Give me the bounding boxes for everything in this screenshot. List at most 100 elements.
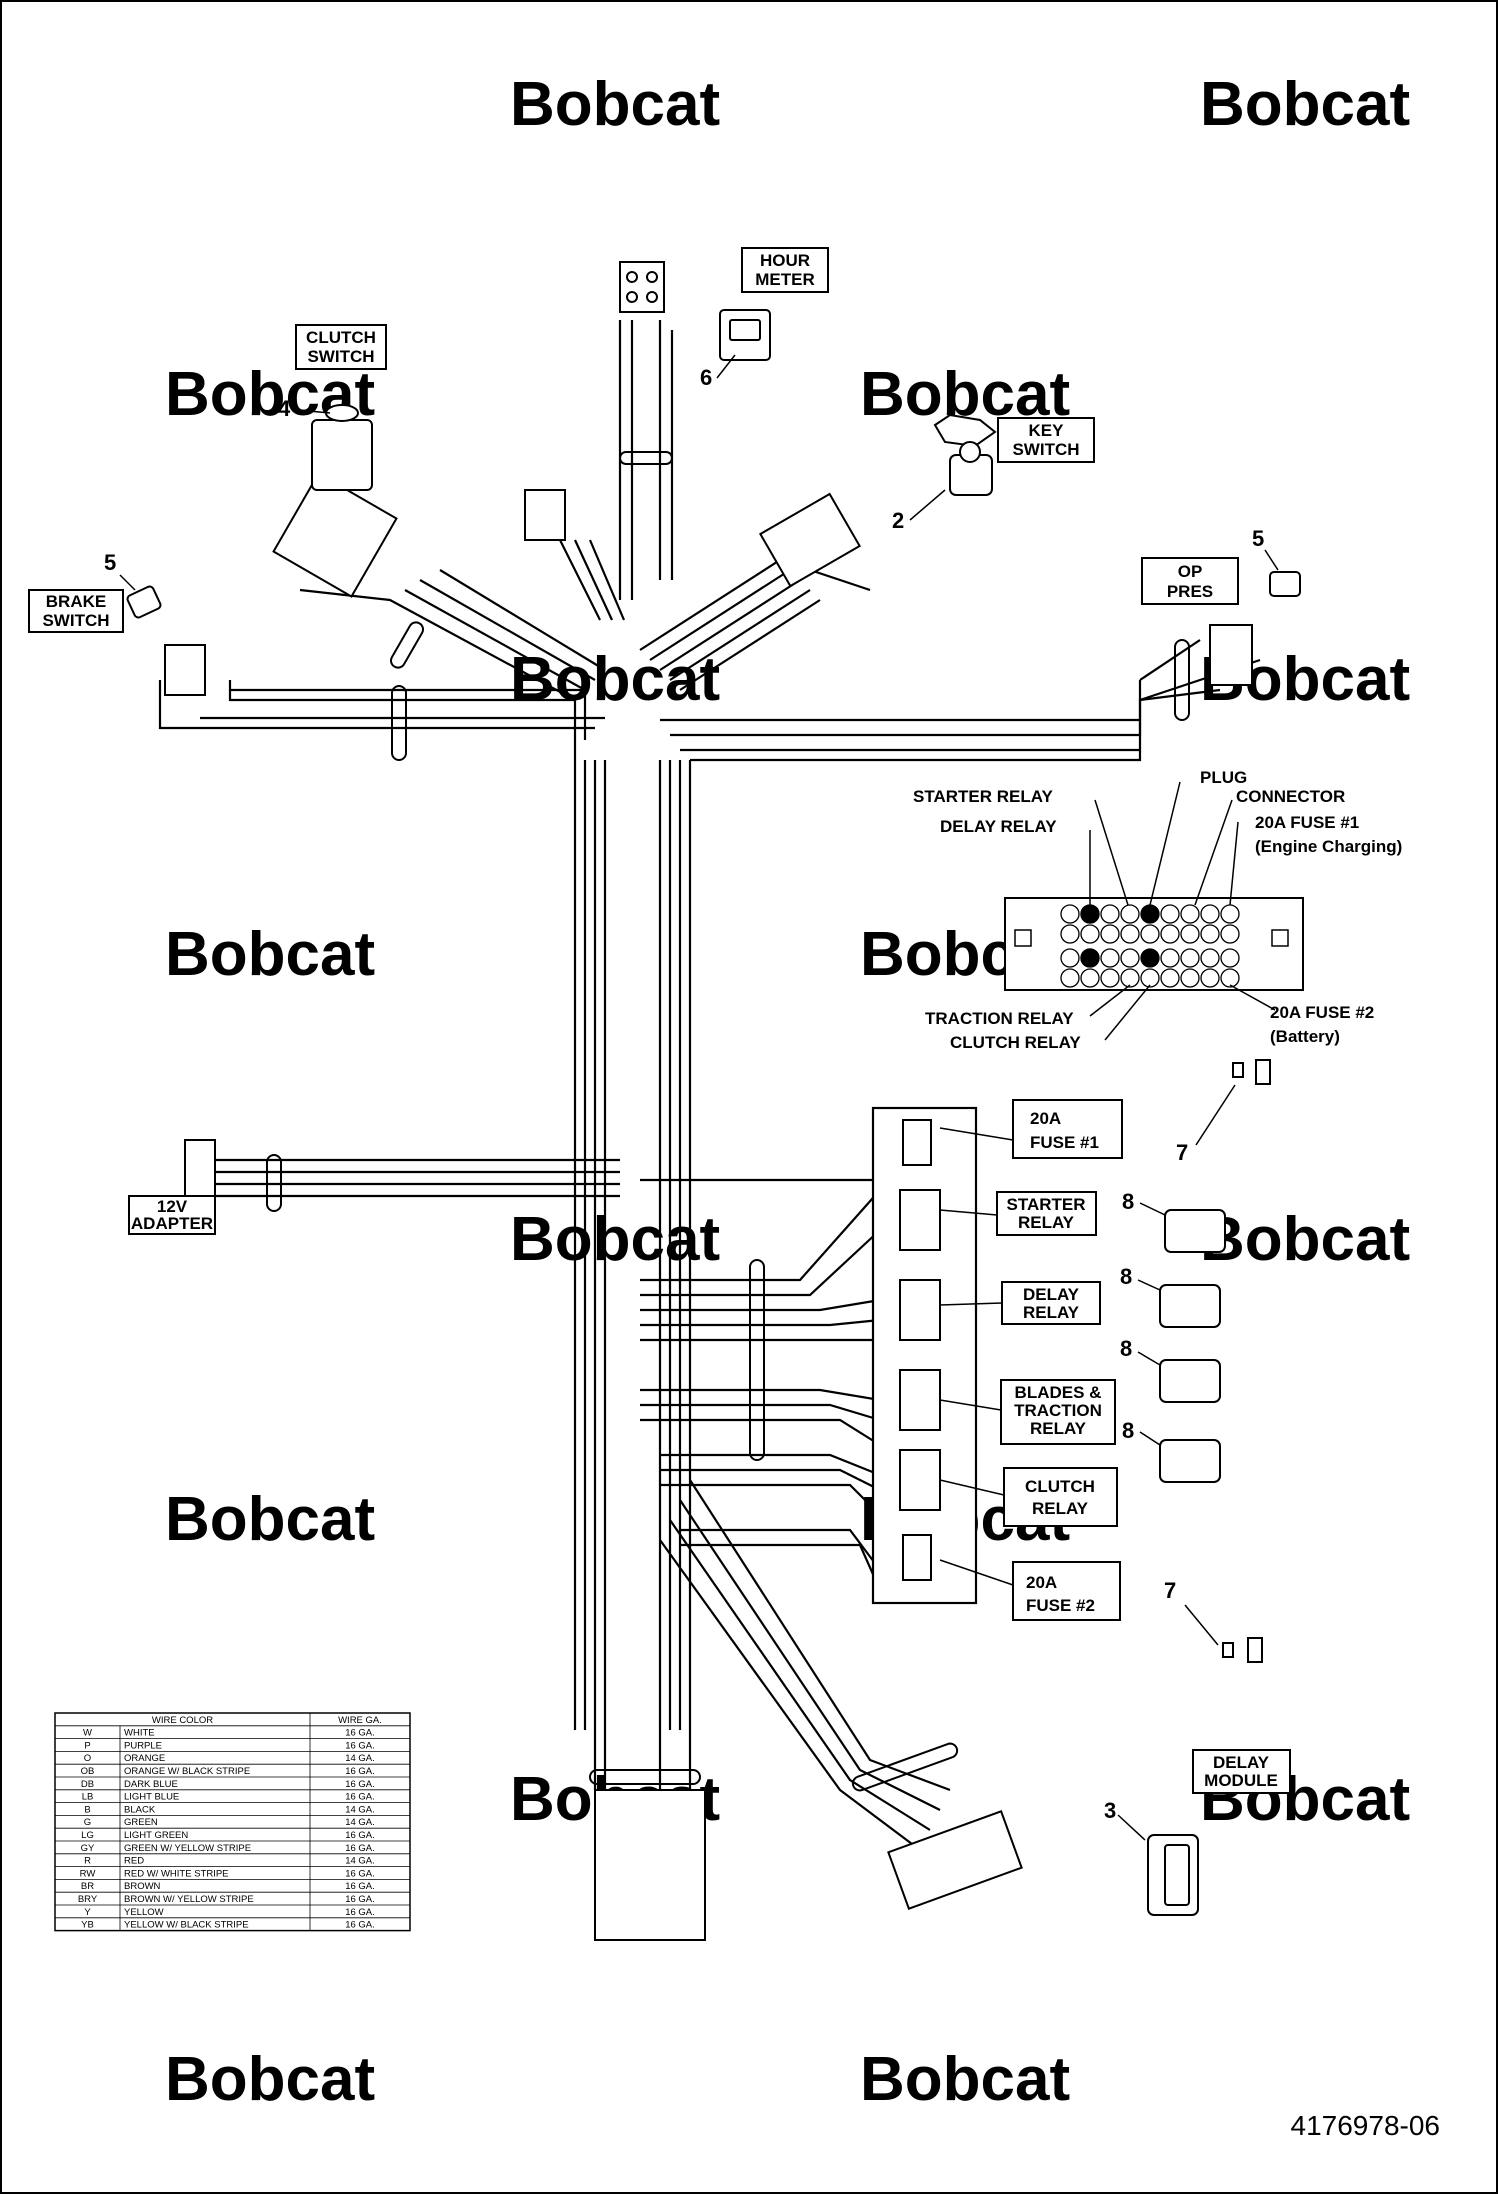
harness-ties	[266, 451, 1190, 1792]
clutch-switch-number: 4	[278, 396, 291, 421]
adapter-label-1: 12V	[157, 1197, 188, 1216]
clutch-relay-socket	[899, 1449, 941, 1511]
fuse-box-labels: STARTER RELAY DELAY RELAY PLUG CONNECTOR…	[913, 768, 1402, 1052]
upper-left-connector	[524, 489, 566, 541]
key-switch-number: 2	[892, 508, 904, 533]
table-cell-color: PURPLE	[124, 1740, 162, 1751]
fb-clutch-relay-label: CLUTCH RELAY	[950, 1033, 1081, 1052]
callout-brake-switch: BRAKE SWITCH 5	[28, 550, 136, 633]
blades-relay-label-2: TRACTION	[1014, 1401, 1102, 1420]
table-cell-gauge: 16 GA.	[345, 1920, 375, 1931]
callout-hour-meter: HOUR METER 6	[700, 247, 829, 390]
table-frame	[54, 1712, 411, 1932]
callout-12v-adapter: 12V ADAPTER	[128, 1195, 216, 1235]
main-trunk	[573, 760, 692, 1730]
fuse1-label-2: FUSE #1	[1030, 1133, 1099, 1152]
delay-relay-label-2: RELAY	[1023, 1303, 1080, 1322]
table-cell-code: GY	[81, 1843, 95, 1854]
table-cell-code: LB	[82, 1792, 94, 1803]
adapter-connector	[184, 1139, 216, 1201]
fuse-box	[1004, 781, 1304, 1041]
table-cell-gauge: 14 GA.	[345, 1753, 375, 1764]
table-cell-gauge: 16 GA.	[345, 1830, 375, 1841]
fuse-lower-number: 7	[1164, 1578, 1176, 1603]
callout-fuse1: 20A FUSE #1	[939, 1099, 1123, 1159]
relay-2-number: 8	[1120, 1264, 1132, 1289]
table-cell-gauge: 16 GA.	[345, 1843, 375, 1854]
relay-1-number: 8	[1122, 1189, 1134, 1214]
relay-panel	[871, 1106, 978, 1605]
watermark-text: Bobcat	[1200, 1205, 1410, 1274]
table-cell-code: YB	[81, 1920, 94, 1931]
key-switch-label-1: KEY	[1029, 421, 1065, 440]
table-cell-color: GREEN	[124, 1817, 158, 1828]
fuse2-label-2: FUSE #2	[1026, 1596, 1095, 1615]
table-cell-color: BROWN	[124, 1881, 161, 1892]
table-cell-gauge: 16 GA.	[345, 1766, 375, 1777]
callout-key-switch: KEY SWITCH 2	[892, 417, 1095, 533]
brake-switch-label-1: BRAKE	[46, 592, 106, 611]
table-cell-gauge: 16 GA.	[345, 1792, 375, 1803]
clutch-switch	[311, 419, 373, 491]
delay-module-number: 3	[1104, 1798, 1116, 1823]
fuse-upper-number: 7	[1176, 1140, 1188, 1165]
callout-starter-relay: STARTER RELAY	[939, 1191, 1097, 1236]
fuse-upper	[1232, 1062, 1244, 1078]
fuse2-socket	[902, 1534, 932, 1581]
fuse2-label-1: 20A	[1026, 1573, 1057, 1592]
relay-1	[1164, 1209, 1226, 1253]
key-switch-connector	[758, 492, 862, 588]
table-cell-code: DB	[81, 1779, 94, 1790]
op-pres-connector	[1209, 624, 1253, 686]
clutch-switch-label-2: SWITCH	[307, 347, 374, 366]
delay-relay-label-1: DELAY	[1023, 1285, 1080, 1304]
callout-op-pres: OP PRES 5	[1141, 526, 1279, 605]
delay-module-label-1: DELAY	[1213, 1753, 1270, 1772]
watermark-text: Bobcat	[510, 70, 720, 139]
table-cell-code: O	[84, 1753, 91, 1764]
fb-connector-label: CONNECTOR	[1236, 787, 1345, 806]
table-cell-gauge: 16 GA.	[345, 1728, 375, 1739]
starter-relay-label-2: RELAY	[1018, 1213, 1075, 1232]
key	[933, 413, 997, 448]
relay-3-number: 8	[1120, 1336, 1132, 1361]
op-pres-number: 5	[1252, 526, 1264, 551]
clutch-relay-label-2: RELAY	[1032, 1499, 1089, 1518]
table-cell-code: LG	[81, 1830, 94, 1841]
blades-relay-socket	[899, 1369, 941, 1431]
part-numbers: 7 7 8 8 8 8	[1120, 1084, 1236, 1646]
table-cell-code: R	[84, 1856, 91, 1867]
blades-relay-label-1: BLADES &	[1015, 1383, 1102, 1402]
table-cell-gauge: 16 GA.	[345, 1881, 375, 1892]
hour-meter-label-2: METER	[755, 270, 815, 289]
fb-fuse2-note: (Battery)	[1270, 1027, 1340, 1046]
table-cell-color: LIGHT BLUE	[124, 1792, 179, 1803]
adapter-label-2: ADAPTER	[131, 1214, 213, 1233]
table-cell-color: YELLOW	[124, 1907, 164, 1918]
table-cell-code: OB	[81, 1766, 95, 1777]
callout-blades-traction-relay: BLADES & TRACTION RELAY	[939, 1379, 1116, 1445]
fuse-lower	[1222, 1642, 1234, 1658]
table-cell-color: ORANGE W/ BLACK STRIPE	[124, 1766, 250, 1777]
delay-relay-socket	[899, 1279, 941, 1341]
watermark-text: Bobcat	[165, 1485, 375, 1554]
fb-fuse2-label: 20A FUSE #2	[1270, 1003, 1374, 1022]
fb-fuse1-note: (Engine Charging)	[1255, 837, 1402, 856]
bottom-connector	[594, 1789, 706, 1941]
fb-plug-label: PLUG	[1200, 768, 1247, 787]
fb-fuse1-label: 20A FUSE #1	[1255, 813, 1359, 832]
drawing-part-number: 4176978-06	[1291, 2110, 1440, 2141]
callout-fuse2: 20A FUSE #2	[939, 1559, 1121, 1621]
table-cell-color: LIGHT GREEN	[124, 1830, 188, 1841]
table-cell-code: Y	[84, 1907, 91, 1918]
table-cell-code: BR	[81, 1881, 94, 1892]
starter-relay-label-1: STARTER	[1006, 1195, 1085, 1214]
table-cell-gauge: 14 GA.	[345, 1856, 375, 1867]
fuse1-socket	[902, 1119, 932, 1166]
watermark-text: Bobcat	[165, 2045, 375, 2114]
table-cell-color: RED	[124, 1856, 144, 1867]
blades-relay-label-3: RELAY	[1030, 1419, 1087, 1438]
table-cell-code: P	[84, 1740, 90, 1751]
